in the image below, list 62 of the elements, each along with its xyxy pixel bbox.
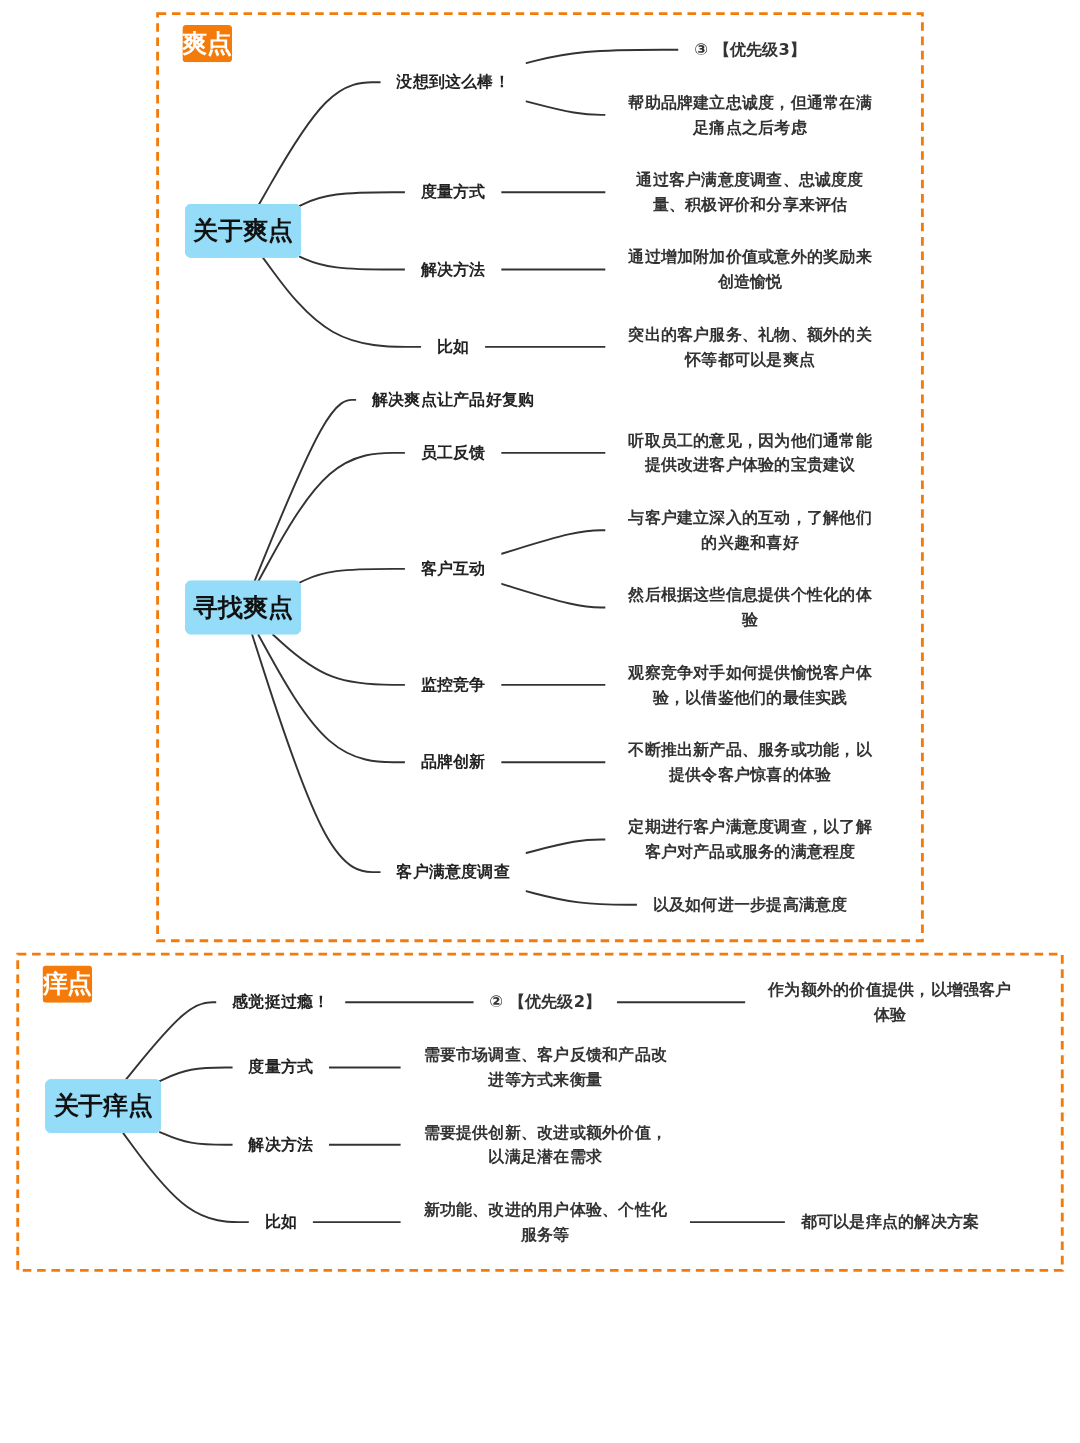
connector [257,633,407,764]
connector [343,1001,475,1004]
connector [311,1221,403,1224]
connector [688,1221,787,1224]
node-text: 解决方法 [248,1134,314,1154]
node-text: 与客户建立深入的互动，了解他们的兴趣和喜好 [628,507,872,552]
node-text: 品牌创新 [420,751,486,772]
connector [615,1001,747,1004]
connector [483,345,607,348]
connector [499,268,607,271]
node-text: 员工反馈 [420,442,486,462]
node-text: 帮助品牌建立忠诚度，但通常在满足痛点之后考虑 [628,92,872,136]
connector [257,451,407,583]
connector [327,1066,403,1069]
node-text: 观察竞争对手如何提供愉悦客户体验，以借鉴他们的最佳实践 [628,662,872,706]
connector [524,100,607,116]
connector [298,255,407,271]
connector [524,838,607,855]
node-text: 解决方法 [420,259,486,279]
node-text: 客户互动 [420,558,486,578]
node-text: 需要市场调查、客户反馈和产品改进等方式来衡量 [423,1045,667,1089]
node-text: 解决爽点让产品好复购 [371,389,535,409]
connector [251,633,382,874]
node-text: 客户满意度调查 [396,861,510,881]
connector [499,451,607,454]
node-text: ② 【优先级2】 [489,992,602,1012]
connector [122,1131,251,1224]
node-text: 度量方式 [420,181,486,202]
connector [298,191,407,208]
connector [499,529,607,555]
connector [499,683,607,686]
node-text: 比如 [436,336,470,356]
node-text: 监控竞争 [420,674,486,694]
node-text: 没想到这么棒！ [396,72,510,92]
connector [499,761,607,764]
node-text: 通过增加附加价值或意外的奖励来创造愉悦 [628,247,872,291]
node-text: 新功能、改进的用户体验、个性化服务等 [423,1199,667,1244]
node-text: ③ 【优先级3】 [694,39,806,59]
node-text: 比如 [264,1211,298,1231]
node-text: 作为额外的价值提供，以增强客户体验 [768,979,1012,1024]
connector [524,48,680,65]
node-text: 需要提供创新、改进或额外价值，以满足潜在需求 [423,1122,667,1166]
node-text: 突出的客户服务、礼物、额外的关怀等都可以是爽点 [628,324,872,368]
node-text: 然后根据这些信息提供个性化的体验 [628,585,872,629]
node-text: 不断推出新产品、服务或功能，以提供令客户惊喜的体验 [628,739,872,784]
connector [327,1143,403,1146]
node-text: 通过客户满意度调查、忠诚度度量、积极评价和分享来评估 [636,169,864,214]
node-text: 以及如何进一步提高满意度 [652,894,848,914]
node-text: 都可以是痒点的解决方案 [800,1211,980,1231]
connector [261,256,423,348]
connector [253,398,358,583]
connector [499,191,607,194]
node-text: 定期进行客户满意度调查，以了解客户对产品或服务的满意程度 [628,817,872,861]
connector [524,890,639,906]
connector [271,633,407,686]
connector [298,567,407,584]
connector [158,1130,234,1146]
connector [158,1066,234,1083]
node-text: 听取员工的意见，因为他们通常能提供改进客户体验的宝贵建议 [628,430,872,474]
node-text: 度量方式 [248,1057,314,1077]
node-text: 感觉挺过瘾！ [232,992,330,1012]
connector [499,582,607,609]
